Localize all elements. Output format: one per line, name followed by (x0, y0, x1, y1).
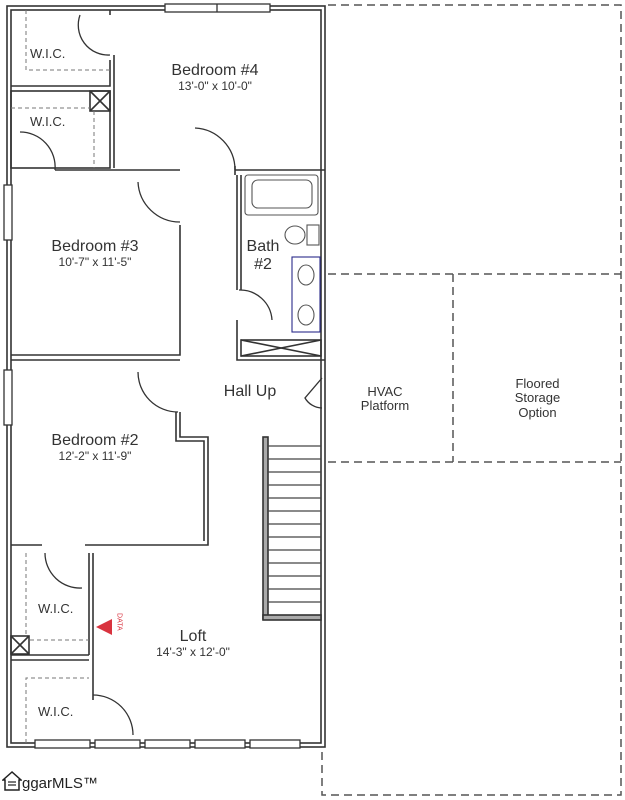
room-dimensions: 10'-7" x 11'-5" (58, 254, 132, 269)
room-name: Loft (179, 628, 207, 645)
floored-storage-label: Floored Storage Option (500, 376, 575, 420)
bath-label-line1: Bath (246, 238, 280, 255)
closet-shelves (11, 10, 110, 743)
room-bath-2: Bath #2 (243, 238, 283, 273)
room-bedroom-3: Bedroom #3 10'-7" x 11'-5" (30, 238, 160, 269)
hvac-line1: HVAC (367, 384, 403, 399)
data-marker-label: DATA (115, 613, 123, 631)
hvac-line2: Platform (360, 398, 410, 414)
room-dimensions: 12'-2" x 11'-9" (58, 448, 132, 463)
door-swings (19, 14, 323, 736)
hall-label: Hall Up (223, 383, 277, 400)
hvac-platform-label: HVAC Platform (350, 384, 420, 414)
storage-line1: Floored (515, 376, 560, 391)
watermark-text: ggarMLS™ (22, 775, 98, 792)
data-marker-icon (96, 619, 112, 635)
stair-treads (268, 445, 321, 603)
closet-label-1: W.I.C. (30, 46, 66, 61)
storage-line3: Option (518, 404, 557, 420)
room-name: Bedroom #2 (51, 432, 139, 449)
room-bedroom-4: Bedroom #4 13'-0" x 10'-0" (150, 62, 280, 93)
room-dimensions: 14'-3" x 12'-0" (156, 644, 230, 659)
room-dimensions: 13'-0" x 10'-0" (178, 78, 252, 93)
storage-line2: Storage (514, 390, 561, 406)
windows (3, 3, 301, 749)
room-bedroom-2: Bedroom #2 12'-2" x 11'-9" (30, 432, 160, 463)
closet-label-4: W.I.C. (38, 704, 74, 719)
room-loft: Loft 14'-3" x 12'-0" (128, 628, 258, 659)
room-name: Bedroom #4 (171, 62, 259, 79)
interior-walls (10, 10, 325, 700)
closet-label-2: W.I.C. (30, 114, 66, 129)
house-logo-icon (2, 770, 22, 791)
bath-fixtures (244, 174, 321, 333)
mls-watermark: ggarMLS™ (2, 770, 98, 792)
room-name: Bedroom #3 (51, 238, 139, 255)
bath-label-line2: #2 (254, 255, 272, 273)
attic-outline (321, 4, 622, 796)
closet-label-3: W.I.C. (38, 601, 74, 616)
